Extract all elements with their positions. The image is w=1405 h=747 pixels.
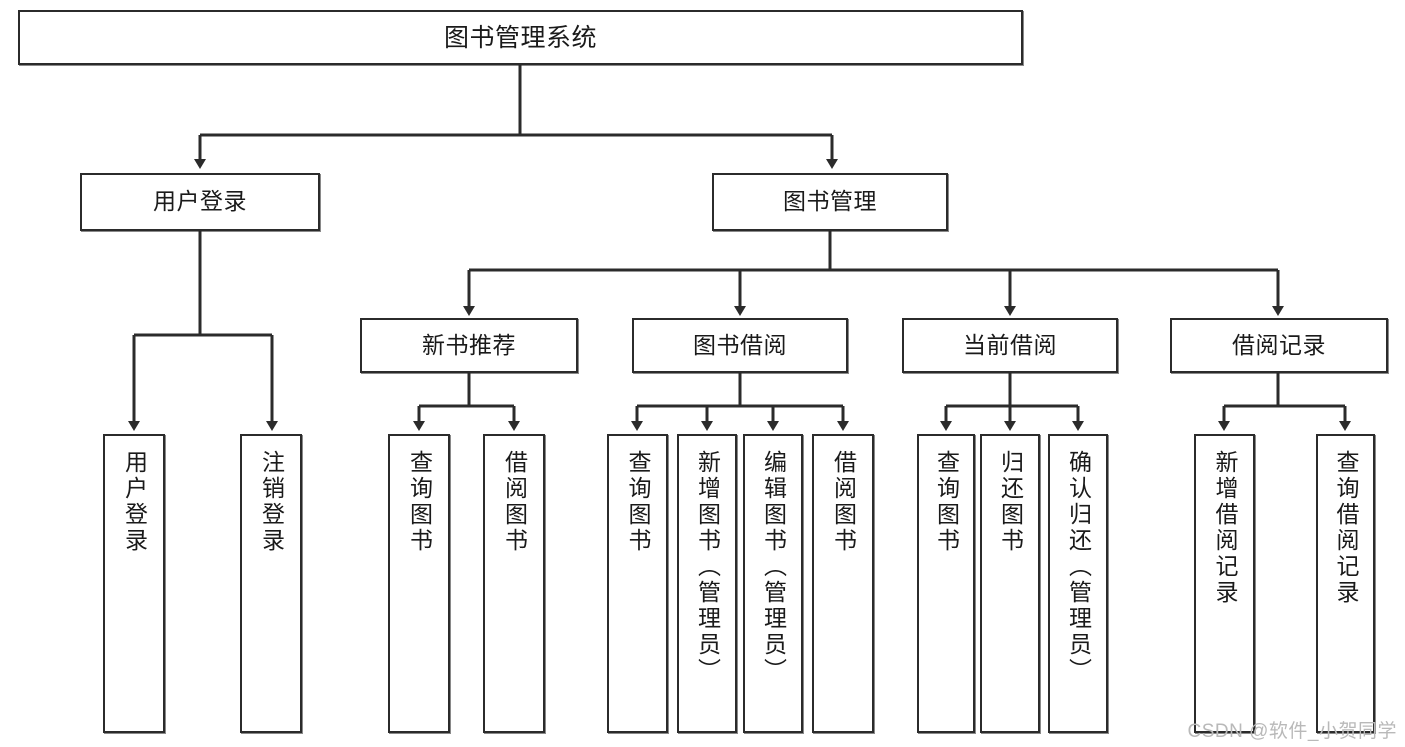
- node-user-login[interactable]: 用户登录: [80, 173, 320, 231]
- leaf-rec-borrow-book-label: 借阅图书: [501, 450, 528, 554]
- node-new-book-rec[interactable]: 新书推荐: [360, 318, 578, 373]
- leaf-bb-add-book-label: 新增图书（管理员）: [694, 450, 721, 684]
- leaf-bb-query-book[interactable]: 查询图书: [607, 434, 668, 733]
- leaf-bb-edit-book[interactable]: 编辑图书（管理员）: [743, 434, 803, 733]
- leaf-user-logout[interactable]: 注销登录: [240, 434, 302, 733]
- leaf-rec-borrow-book[interactable]: 借阅图书: [483, 434, 545, 733]
- leaf-cb-return-book[interactable]: 归还图书: [980, 434, 1040, 733]
- node-root-label: 图书管理系统: [443, 23, 597, 52]
- node-book-manage[interactable]: 图书管理: [712, 173, 948, 231]
- leaf-cb-query-book-label: 查询图书: [933, 450, 960, 554]
- leaf-bb-add-book[interactable]: 新增图书（管理员）: [677, 434, 737, 733]
- node-new-book-rec-label: 新书推荐: [422, 331, 516, 358]
- leaf-rec-query-book[interactable]: 查询图书: [388, 434, 450, 733]
- node-user-login-label: 用户登录: [153, 188, 247, 215]
- node-current-borrow[interactable]: 当前借阅: [902, 318, 1118, 373]
- leaf-br-query-record[interactable]: 查询借阅记录: [1316, 434, 1375, 733]
- node-root[interactable]: 图书管理系统: [18, 10, 1023, 65]
- leaf-cb-query-book[interactable]: 查询图书: [917, 434, 975, 733]
- node-book-manage-label: 图书管理: [783, 188, 877, 215]
- node-borrow-record[interactable]: 借阅记录: [1170, 318, 1388, 373]
- leaf-cb-confirm-return[interactable]: 确认归还（管理员）: [1048, 434, 1108, 733]
- leaf-br-query-record-label: 查询借阅记录: [1333, 450, 1359, 606]
- node-borrow-record-label: 借阅记录: [1232, 331, 1326, 358]
- node-book-borrow[interactable]: 图书借阅: [632, 318, 848, 373]
- leaf-bb-borrow-book-label: 借阅图书: [830, 450, 857, 554]
- leaf-bb-query-book-label: 查询图书: [625, 450, 651, 554]
- leaf-br-add-record-label: 新增借阅记录: [1212, 450, 1238, 606]
- leaf-cb-return-book-label: 归还图书: [997, 450, 1024, 554]
- leaf-user-login-do-label: 用户登录: [121, 450, 148, 554]
- leaf-user-logout-label: 注销登录: [258, 450, 285, 554]
- leaf-bb-edit-book-label: 编辑图书（管理员）: [760, 450, 787, 684]
- node-current-borrow-label: 当前借阅: [963, 331, 1057, 358]
- leaf-user-login-do[interactable]: 用户登录: [103, 434, 165, 733]
- csdn-watermark: CSDN @软件_小贺同学: [1187, 721, 1397, 742]
- leaf-rec-query-book-label: 查询图书: [406, 450, 433, 554]
- leaf-bb-borrow-book[interactable]: 借阅图书: [812, 434, 874, 733]
- leaf-cb-confirm-return-label: 确认归还（管理员）: [1065, 450, 1092, 684]
- leaf-br-add-record[interactable]: 新增借阅记录: [1194, 434, 1255, 733]
- node-book-borrow-label: 图书借阅: [693, 331, 787, 358]
